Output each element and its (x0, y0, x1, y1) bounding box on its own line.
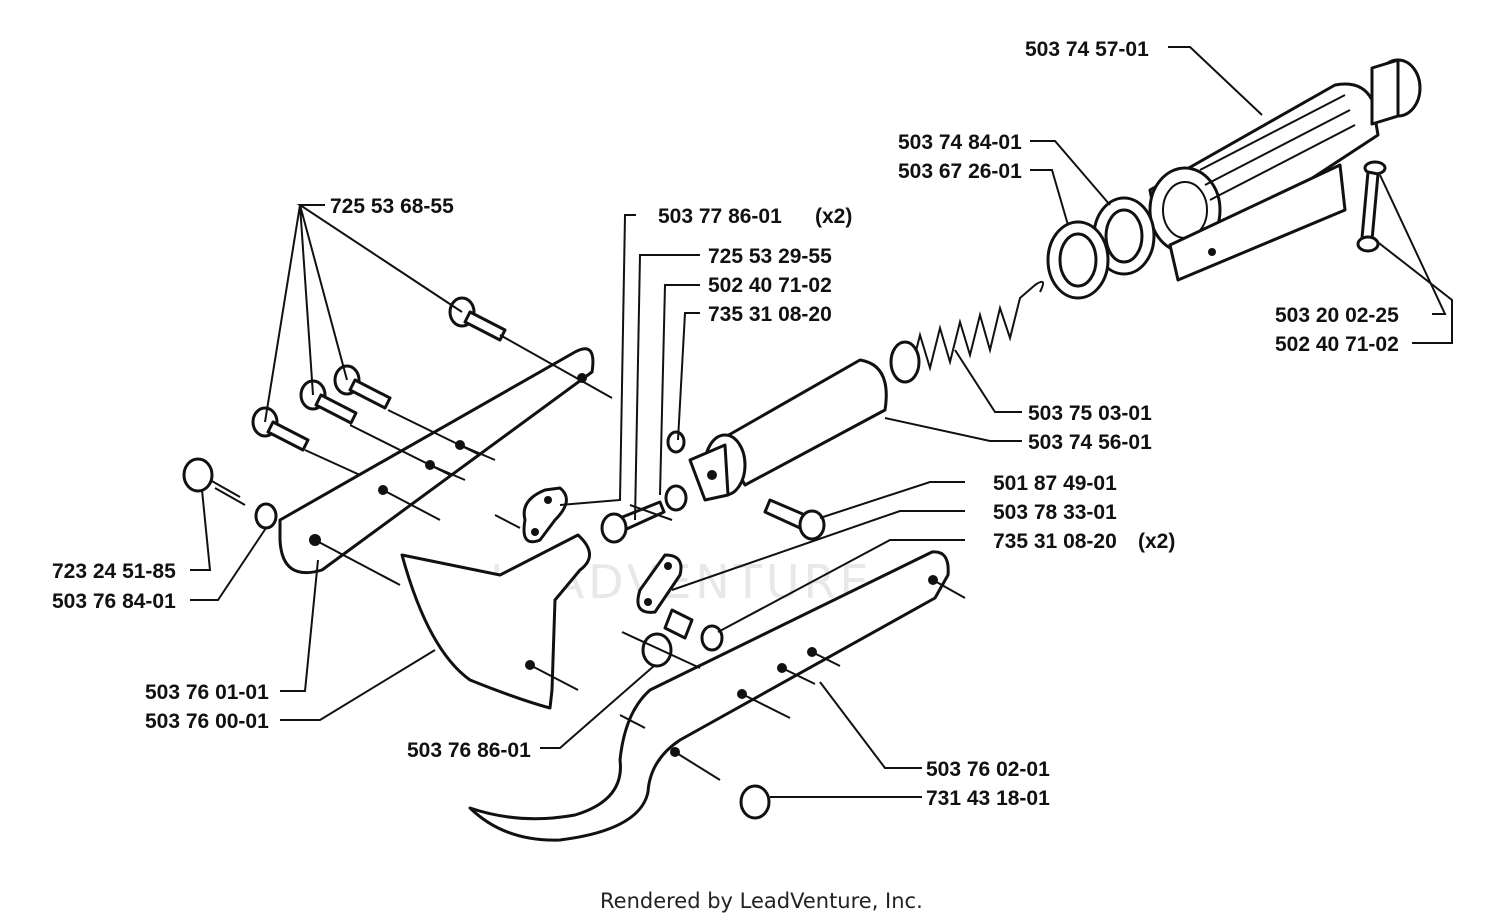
washer-735-31-08-20-a (666, 430, 686, 454)
label-503-74-56-01: 503 74 56-01 (1028, 431, 1152, 454)
qty-503-77-86-01: (x2) (815, 205, 852, 228)
label-503-67-26-01: 503 67 26-01 (898, 160, 1022, 183)
label-725-53-68-55: 725 53 68-55 (330, 195, 454, 218)
tube-503-74-57-01 (1148, 58, 1422, 282)
bolt-501-87-49-01 (763, 498, 826, 541)
piston-503-74-56-01 (688, 358, 888, 502)
label-503-74-84-01: 503 74 84-01 (898, 131, 1022, 154)
label-503-75-03-01: 503 75 03-01 (1028, 402, 1152, 425)
nut-503-76-84-01 (254, 502, 278, 530)
label-503-76-01-01: 503 76 01-01 (145, 681, 269, 704)
axis-lines (304, 334, 966, 781)
label-503-76-84-01: 503 76 84-01 (52, 590, 176, 613)
bolt-725-53-29-55 (600, 500, 666, 544)
pin (663, 608, 694, 640)
label-502-40-71-02-a: 502 40 71-02 (708, 274, 832, 297)
label-503-20-02-25: 503 20 02-25 (1275, 304, 1399, 327)
cutting-blade-503-76-00-01 (400, 533, 591, 710)
label-503-77-86-01: 503 77 86-01 (658, 205, 782, 228)
label-723-24-51-85: 723 24 51-85 (52, 560, 176, 583)
label-735-31-08-20-b: 735 31 08-20 (993, 530, 1117, 553)
bolt-723-24-51-85 (182, 457, 246, 506)
label-503-76-00-01: 503 76 00-01 (145, 710, 269, 733)
footer-credit: Rendered by LeadVenture, Inc. (600, 889, 923, 913)
spacer-503-76-86-01 (641, 632, 673, 668)
link-503-78-33-01 (636, 553, 683, 614)
label-731-43-18-01: 731 43 18-01 (926, 787, 1050, 810)
nut-502-40-71-02-a (664, 484, 688, 512)
label-735-31-08-20-a: 735 31 08-20 (708, 303, 832, 326)
label-503-76-86-01: 503 76 86-01 (407, 739, 531, 762)
qty-735-31-08-20-b: (x2) (1138, 530, 1175, 553)
label-501-87-49-01: 501 87 49-01 (993, 472, 1117, 495)
screw-503-20-02-25 (1356, 160, 1387, 253)
ring-503-67-26-01 (1046, 220, 1110, 300)
label-503-78-33-01: 503 78 33-01 (993, 501, 1117, 524)
spring-503-75-03-01 (889, 280, 1045, 384)
leader-lines (190, 46, 1453, 798)
label-502-40-71-02-b: 502 40 71-02 (1275, 333, 1399, 356)
label-725-53-29-55: 725 53 29-55 (708, 245, 832, 268)
link-503-77-86-01 (522, 486, 568, 544)
bolts-725-53-68-55 (251, 296, 507, 452)
part-labels: 725 53 68-55 723 24 51-85 503 76 84-01 5… (52, 38, 1399, 810)
nut-731-43-18-01 (739, 784, 771, 820)
label-503-74-57-01: 503 74 57-01 (1025, 38, 1149, 61)
label-503-76-02-01: 503 76 02-01 (926, 758, 1050, 781)
